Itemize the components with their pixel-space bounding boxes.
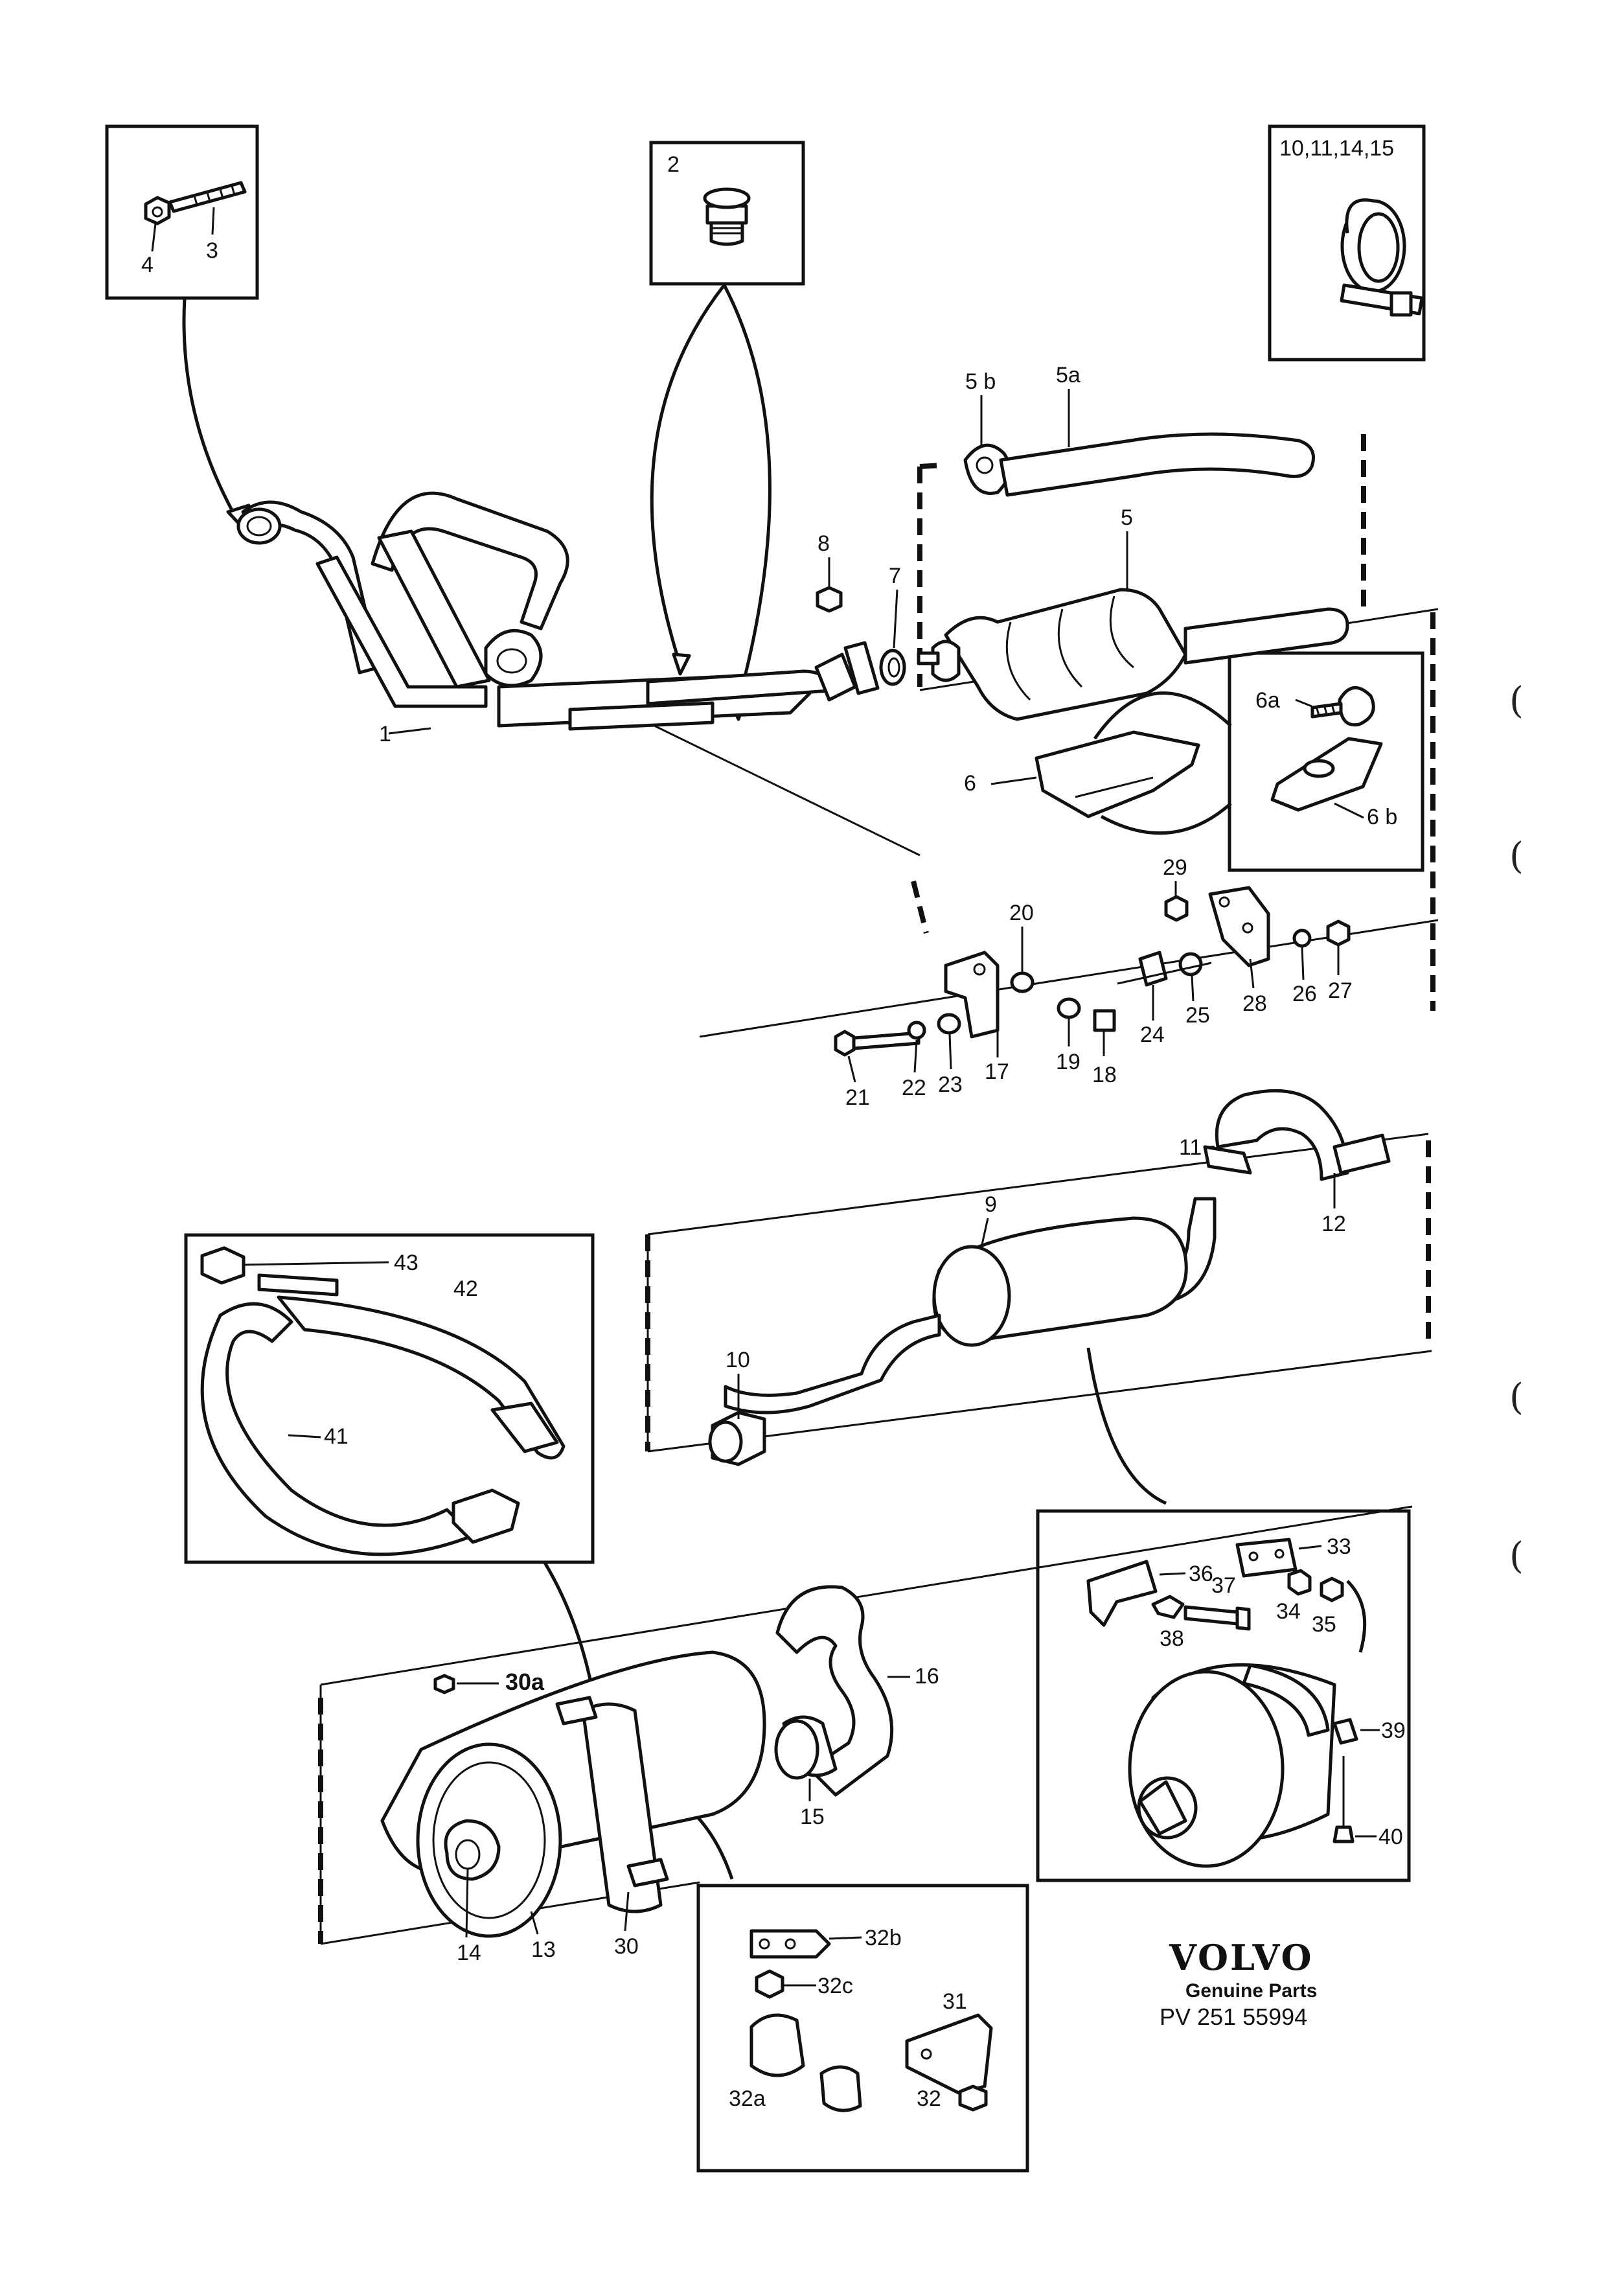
label-32: 32 [917,2086,941,2111]
brand-block: VOLVO Genuine Parts PV 251 55994 [1160,1937,1317,2030]
label-5: 5 [1121,505,1133,530]
label-8: 8 [818,531,830,556]
margin-mark-4: ( [1509,1535,1524,1577]
label-12: 12 [1321,1212,1346,1236]
label-13: 13 [531,1937,556,1962]
label-10: 10 [726,1348,750,1372]
label-30: 30 [614,1934,639,1959]
label-21: 21 [845,1085,870,1110]
inset-heat-shield: 6a 6 b [1228,651,1424,872]
label-29: 29 [1163,855,1187,880]
label-42: 42 [453,1276,478,1301]
label-11: 11 [1179,1135,1202,1160]
label-6b: 6 b [1367,805,1397,829]
label-32c: 32c [818,1974,853,1998]
margin-mark-3: ( [1509,1376,1524,1418]
label-39: 39 [1381,1718,1406,1743]
label-35: 35 [1312,1612,1336,1637]
inset-mount-rubbers: 32b 32c 32a 31 32 [696,1884,1029,2173]
gasket-and-nut: 7 8 [816,531,906,686]
brand-name: VOLVO [1169,1937,1314,1978]
label-24: 24 [1140,1022,1165,1047]
label-15: 15 [800,1805,825,1829]
label-9: 9 [985,1192,997,1217]
label-5b: 5 b [965,369,996,394]
label-1: 1 [379,722,391,746]
inset-drain-plug: 2 [649,141,805,286]
label-3: 3 [206,238,218,263]
label-34: 34 [1276,1599,1301,1624]
label-7: 7 [889,564,901,588]
label-14: 14 [457,1941,481,1965]
label-2: 2 [667,152,680,177]
brand-code: PV 251 55994 [1160,2003,1307,2030]
inset-hanger-strap: 43 42 41 [184,1233,595,1564]
label-41: 41 [324,1424,349,1449]
label-6a: 6a [1255,688,1280,713]
label-16: 16 [915,1664,939,1689]
label-20: 20 [1009,901,1034,925]
label-40: 40 [1378,1825,1403,1849]
label-4: 4 [141,253,154,277]
middle-muffler: 11 12 9 10 [708,1089,1391,1466]
margin-mark-1: ( [1509,680,1524,722]
label-33: 33 [1327,1534,1351,1559]
label-22: 22 [902,1076,926,1100]
label-28: 28 [1242,991,1267,1016]
label-10-11-14-15: 10,11,14,15 [1279,136,1394,161]
margin-mark-2: ( [1509,835,1524,877]
label-19: 19 [1056,1050,1081,1074]
label-38: 38 [1160,1626,1184,1651]
label-27: 27 [1328,978,1353,1003]
brand-tagline: Genuine Parts [1185,1980,1317,2002]
label-25: 25 [1185,1003,1210,1028]
label-5a: 5a [1056,363,1081,387]
inset-clamp: 10,11,14,15 [1268,124,1426,362]
catalytic-converter: 5 5 b 5a [917,363,1349,721]
label-32b: 32b [865,1926,902,1950]
heat-shield: 6 [964,730,1200,818]
rear-muffler: 16 15 30a 13 14 30 [380,1585,939,1965]
label-6: 6 [964,771,976,796]
label-37: 37 [1211,1573,1236,1598]
label-32a: 32a [729,2086,766,2111]
label-30a: 30a [505,1668,545,1695]
margin-marks: ( ( ( ( [1509,680,1524,1577]
label-26: 26 [1292,982,1317,1006]
inset-rear-muffler-mount: 33 36 38 37 34 35 39 40 [1036,1509,1411,1882]
label-17: 17 [985,1059,1009,1084]
label-36: 36 [1189,1562,1213,1586]
front-pipe: 1 [236,491,921,857]
label-18: 18 [1092,1063,1117,1087]
label-43: 43 [394,1251,418,1275]
label-31: 31 [943,1989,967,2014]
label-23: 23 [938,1072,963,1097]
bracket-assembly: 20 17 21 22 23 19 18 24 25 28 29 26 [834,855,1353,1110]
inset-bolt-nut: 4 3 [105,124,259,300]
